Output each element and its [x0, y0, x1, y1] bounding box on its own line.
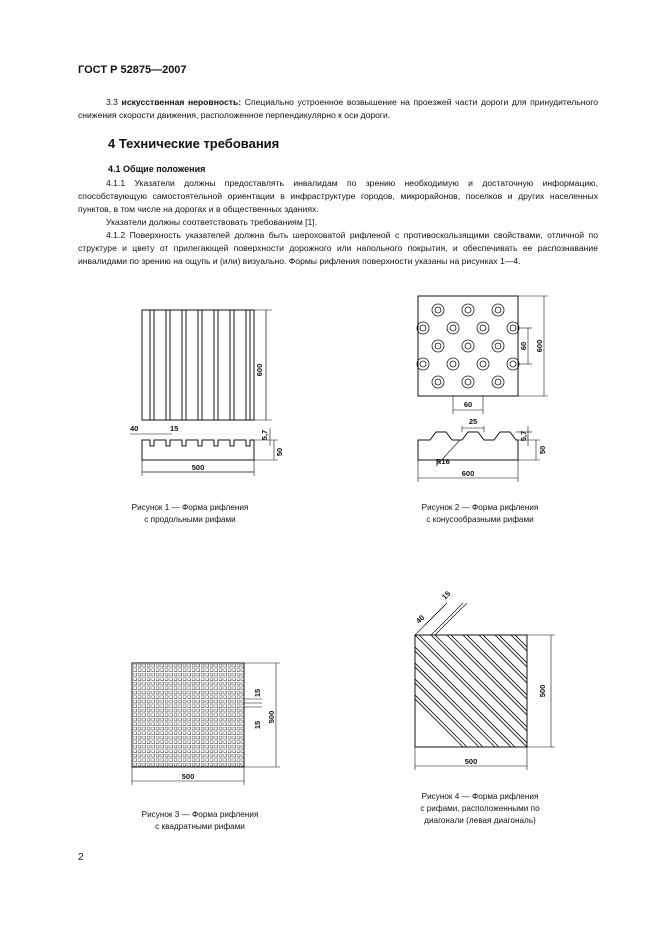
dimension-label: 15: [440, 589, 452, 601]
dimension-label: 500: [538, 685, 547, 698]
figure-4-drawing: 40 15 500 500: [414, 589, 555, 770]
caption-line: Рисунок 2 — Форма рифления: [421, 503, 539, 512]
figure-2-drawing: 60 600 60 25 5,7 50 R16 600: [416, 295, 548, 482]
cone-ribs: [416, 303, 520, 389]
caption-line: диагонали (левая диагональ): [424, 816, 536, 825]
dimension-label: 500: [182, 772, 195, 781]
page-number: 2: [78, 852, 84, 863]
caption-line: Рисунок 3 — Форма рифления: [141, 810, 259, 819]
figure-3-drawing: 15 15 500 500: [131, 662, 280, 785]
dimension-label: 500: [267, 711, 276, 724]
figure-4-caption: Рисунок 4 — Форма рифления с рифами, рас…: [400, 791, 560, 827]
dimension-label: 15: [253, 721, 262, 729]
dimension-label: 600: [535, 340, 544, 353]
document-header: ГОСТ Р 52875—2007: [78, 64, 187, 76]
caption-line: с квадратными рифами: [155, 822, 245, 831]
dimension-label: 5,7: [519, 431, 528, 441]
dimension-label: 5,7: [260, 430, 269, 440]
dimension-label: R16: [436, 457, 450, 466]
figure-1-caption: Рисунок 1 — Форма рифления с продольными…: [120, 502, 260, 526]
caption-line: Рисунок 4 — Форма рифления: [421, 792, 539, 801]
caption-line: с продольными рифами: [144, 515, 236, 524]
dimension-label: 60: [519, 342, 528, 350]
paragraph-3-3: 3.3 искусственная неровность: Специально…: [78, 96, 598, 122]
term: искусственная неровность:: [121, 97, 242, 107]
term-definition: Специально устроенное возвышение на прое…: [78, 97, 599, 120]
longitudinal-ribs: [149, 310, 251, 420]
paragraph-number: 3.3: [106, 97, 118, 107]
paragraph-4-1-1-requirements: Указатели должны соответствовать требова…: [106, 217, 318, 227]
figure-1-drawing: 600 40 15 5,7 50 500: [130, 309, 284, 476]
section-title: 4 Технические требования: [108, 136, 280, 151]
caption-line: с конусообразными рифами: [426, 515, 534, 524]
dimension-label: 600: [255, 364, 264, 377]
dimension-label: 60: [464, 400, 472, 409]
caption-line: Рисунок 1 — Форма рифления: [131, 503, 249, 512]
paragraph-4-1-1: 4.1.1 Указатели должны предоставлять инв…: [78, 178, 598, 214]
paragraph-4-1-2: 4.1.2 Поверхность указателей должна быть…: [78, 230, 598, 266]
dimension-label: 25: [469, 417, 477, 426]
figure-3-caption: Рисунок 3 — Форма рифления с квадратными…: [130, 809, 270, 833]
diagonal-ribs: [415, 635, 527, 747]
dimension-label: 15: [170, 424, 178, 433]
square-ribs-grid: [131, 662, 245, 768]
dimension-label: 600: [462, 469, 475, 478]
figure-2-caption: Рисунок 2 — Форма рифления с конусообраз…: [405, 502, 555, 526]
dimension-label: 15: [253, 689, 262, 697]
dimension-label: 40: [414, 613, 426, 625]
dimension-label: 40: [130, 424, 138, 433]
dimension-label: 50: [275, 448, 284, 456]
caption-line: с рифами, расположенными по: [420, 804, 540, 813]
dimension-label: 500: [192, 463, 205, 472]
dimension-label: 50: [538, 446, 547, 454]
dimension-label: 500: [465, 757, 478, 766]
subsection-title: 4.1 Общие положения: [108, 164, 206, 174]
